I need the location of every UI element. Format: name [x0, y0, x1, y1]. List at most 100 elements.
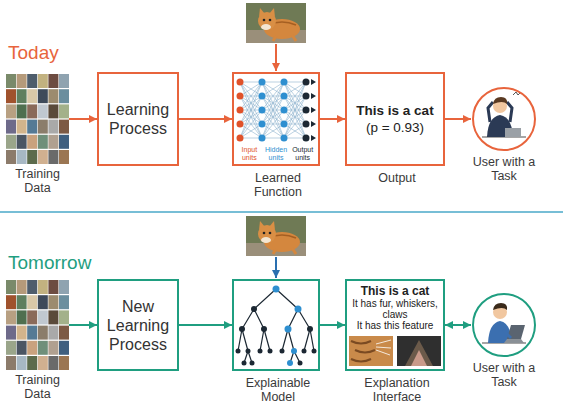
neural-network-part-part	[281, 93, 288, 100]
network-box: Input unitsHidden unitsOutput unitsLearn…	[232, 72, 320, 166]
process-box: New Learning Process	[97, 279, 179, 371]
flow-arrow	[320, 118, 345, 120]
neural-network-part	[303, 79, 317, 142]
unit-label: Input units	[236, 146, 263, 162]
decision-tree-part-part	[273, 286, 280, 293]
flow-arrow	[69, 118, 97, 120]
satisfied-user-figure-part	[503, 330, 511, 338]
box-text: Learning Process	[102, 100, 174, 138]
explanation-text: It has fur, whiskers, claws	[350, 298, 440, 320]
neural-network-part-part	[237, 121, 244, 128]
ear-feature-image-part	[397, 336, 441, 366]
fur-feature-image-part	[351, 341, 375, 362]
user-circle: User with a Task	[471, 86, 537, 152]
input-arrow	[275, 257, 277, 278]
ear-feature-image-part	[411, 350, 427, 366]
neural-network-part-part	[237, 93, 244, 100]
neural-network-part-part	[259, 107, 266, 114]
node-caption: User with a Task	[464, 155, 544, 183]
flow-arrow	[320, 324, 345, 326]
decision-tree-part-part	[250, 361, 255, 366]
frustrated-user-figure-part	[488, 102, 493, 122]
neural-network-part-part	[259, 79, 266, 86]
node-caption: Learned Function	[238, 171, 318, 199]
training-image-grid	[6, 280, 69, 370]
cat-photo	[246, 3, 306, 43]
decision-tree-part-part	[261, 326, 267, 332]
explanation-text: It has this feature	[357, 320, 434, 331]
node-caption: Output	[352, 171, 442, 185]
fur-feature-image-part	[376, 340, 391, 355]
result-text: This is a cat	[356, 102, 433, 119]
decision-tree	[236, 286, 317, 367]
fur-feature-image-part	[349, 336, 393, 366]
decision-tree-part-part	[280, 349, 285, 354]
frustrated-user-figure-part	[507, 102, 512, 122]
neural-network-part-part	[259, 121, 266, 128]
user-circle-outline	[471, 292, 537, 358]
circle-outline	[473, 294, 535, 356]
frustrated-user-figure-part	[505, 128, 521, 137]
training-image-grid	[6, 74, 69, 164]
unit-label: Hidden units	[263, 146, 290, 162]
neural-network-part-part	[237, 79, 244, 86]
row-label: Tomorrow	[8, 252, 91, 274]
node-caption: Training Data	[3, 167, 73, 195]
decision-tree-part-part	[258, 349, 263, 354]
node-caption: User with a Task	[464, 361, 544, 389]
user-circle-outline	[471, 86, 537, 152]
training-data: Training Data	[6, 74, 69, 164]
neural-network-part	[259, 79, 288, 142]
fur-feature-image	[349, 336, 393, 366]
interface-box: This is a catIt has fur, whiskers, claws…	[345, 279, 445, 371]
decision-tree-part-part	[236, 349, 241, 354]
satisfied-user-figure-part	[493, 303, 507, 310]
flow-arrow	[69, 324, 97, 326]
ear-feature-image	[397, 336, 441, 366]
model-box: Explainable Model	[232, 279, 320, 371]
satisfied-user-figure-part	[504, 339, 524, 343]
decision-tree-part-part	[295, 306, 302, 313]
satisfied-user-figure	[482, 303, 526, 343]
probability-text: (p = 0.93)	[366, 119, 424, 136]
neural-network-part-part	[281, 121, 288, 128]
decision-tree-part-part	[287, 360, 293, 366]
decision-tree-part-part	[239, 326, 245, 332]
neural-network-part-part	[237, 135, 244, 142]
neural-network-part-part	[303, 79, 310, 86]
cat-photo	[246, 216, 306, 256]
flow-arrow	[445, 324, 471, 326]
user-circle: User with a Task	[471, 292, 537, 358]
neural-network-part-part	[311, 79, 316, 141]
box-text: New Learning Process	[102, 297, 174, 354]
decision-tree-part-part	[298, 361, 303, 366]
circle-outline	[473, 88, 535, 150]
node-caption: Explanation Interface	[352, 376, 442, 404]
node-caption: Explainable Model	[238, 376, 318, 404]
decision-tree-part-part	[285, 326, 292, 333]
training-data: Training Data	[6, 280, 69, 370]
neural-network-part-part	[303, 107, 310, 114]
neural-network-part-part	[303, 93, 310, 100]
input-arrow	[275, 44, 277, 71]
neural-network-part-part	[281, 135, 288, 142]
process-box: Learning Process	[97, 72, 179, 166]
output-box: This is a cat(p = 0.93)Output	[345, 72, 445, 166]
decision-tree-part	[238, 289, 314, 363]
decision-tree-part-part	[291, 348, 297, 354]
decision-tree-part-part	[251, 306, 257, 312]
decision-tree-part-part	[268, 349, 273, 354]
decision-tree-part-part	[307, 326, 313, 332]
unit-label: Output units	[289, 146, 316, 162]
neural-network-part-part	[237, 107, 244, 114]
flow-arrow	[179, 118, 232, 120]
ear-feature-image-part	[405, 340, 433, 366]
neural-network-part-part	[303, 135, 310, 142]
result-text: This is a cat	[361, 284, 430, 298]
flow-arrow	[445, 118, 471, 120]
decision-tree-part-part	[246, 349, 251, 354]
node-caption: Training Data	[3, 373, 73, 401]
